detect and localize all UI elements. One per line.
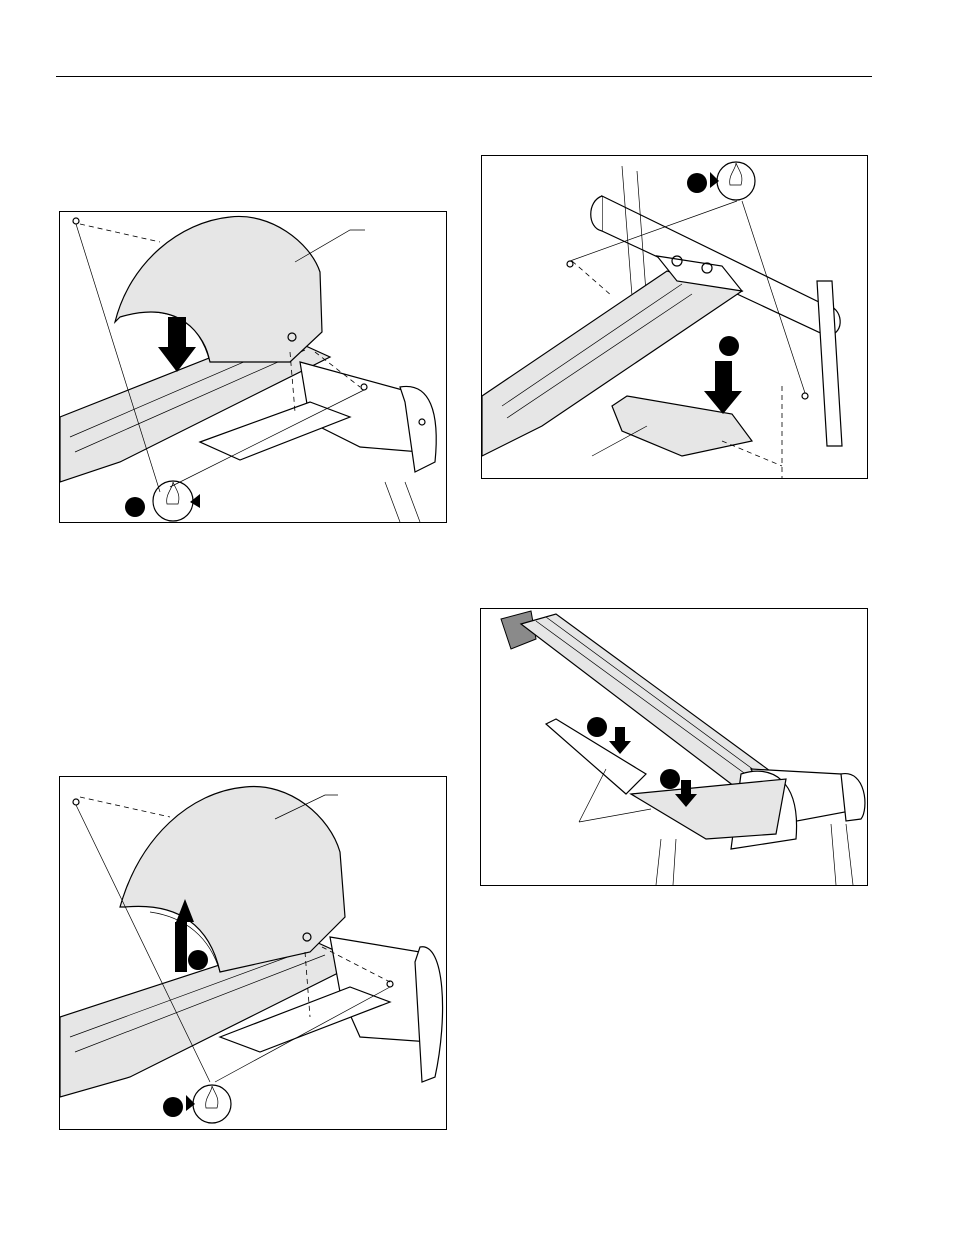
figure-arm-panels <box>480 608 868 886</box>
step-marker <box>587 717 607 737</box>
screw-flame-glyph <box>206 1086 218 1108</box>
top-bar-left-cap <box>591 196 602 231</box>
leader-line <box>592 426 647 456</box>
step-marker <box>163 1097 183 1117</box>
step-marker <box>660 769 680 789</box>
figure-cover-lower <box>59 211 447 523</box>
rotate-counterclockwise-screw-icon <box>717 162 755 200</box>
bottom-cover-illustration <box>482 156 867 478</box>
screw-left <box>567 261 573 267</box>
screw-left <box>73 218 79 224</box>
arm-panels-illustration <box>481 609 867 885</box>
right-end-cap <box>415 947 443 1082</box>
rotate-clockwise-screw-icon <box>153 481 193 521</box>
cover-lower-illustration <box>60 212 446 522</box>
screw-flame-glyph <box>730 163 742 185</box>
down-arrow-icon <box>609 727 631 754</box>
top-cover <box>115 216 322 362</box>
step-marker <box>687 173 707 193</box>
step-marker <box>188 950 208 970</box>
screw-left <box>73 799 79 805</box>
cover-lift-illustration <box>60 777 446 1129</box>
wall-bracket-right <box>817 281 842 446</box>
right-end-cap <box>841 774 865 821</box>
step-marker <box>719 336 739 356</box>
rotate-arrowhead <box>190 494 200 508</box>
bottom-cover <box>612 396 752 456</box>
rotate-counterclockwise-screw-icon <box>193 1085 231 1123</box>
step-marker <box>125 497 145 517</box>
down-arrow-icon <box>704 361 742 414</box>
header-rule <box>56 76 872 77</box>
figure-cover-lift <box>59 776 447 1130</box>
figure-bottom-cover <box>481 155 868 479</box>
panel-lower <box>631 779 786 839</box>
top-cover <box>120 787 345 972</box>
screw-right <box>802 393 808 399</box>
wall-plate <box>385 482 420 522</box>
